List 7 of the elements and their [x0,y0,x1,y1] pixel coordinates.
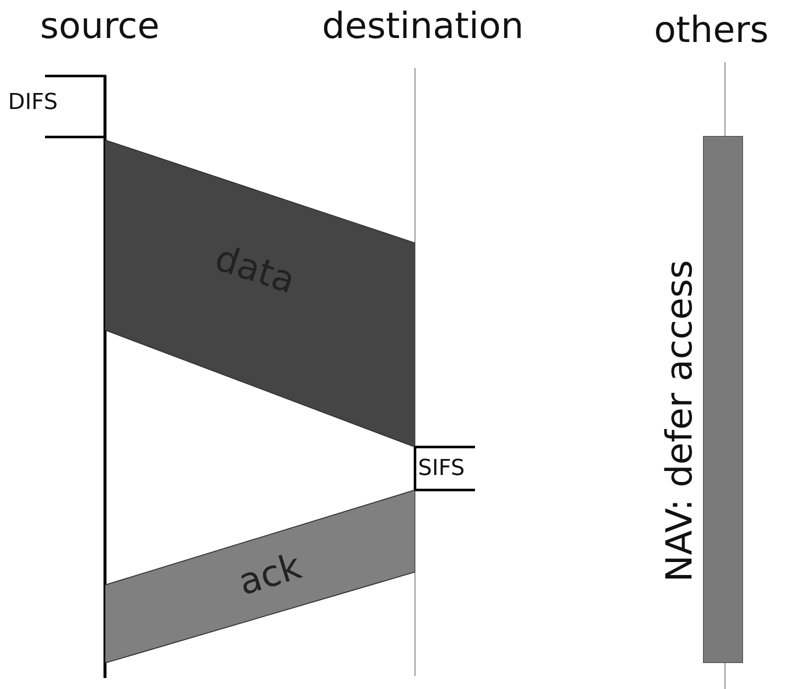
bar-label: NAV: defer access [660,260,700,582]
lane-title: others [654,10,769,51]
interval-label: DIFS [8,90,58,115]
interval-label: SIFS [418,456,465,481]
frame-label: ack [234,546,306,604]
lane-title: source [40,6,160,47]
lane-title: destination [322,6,524,47]
